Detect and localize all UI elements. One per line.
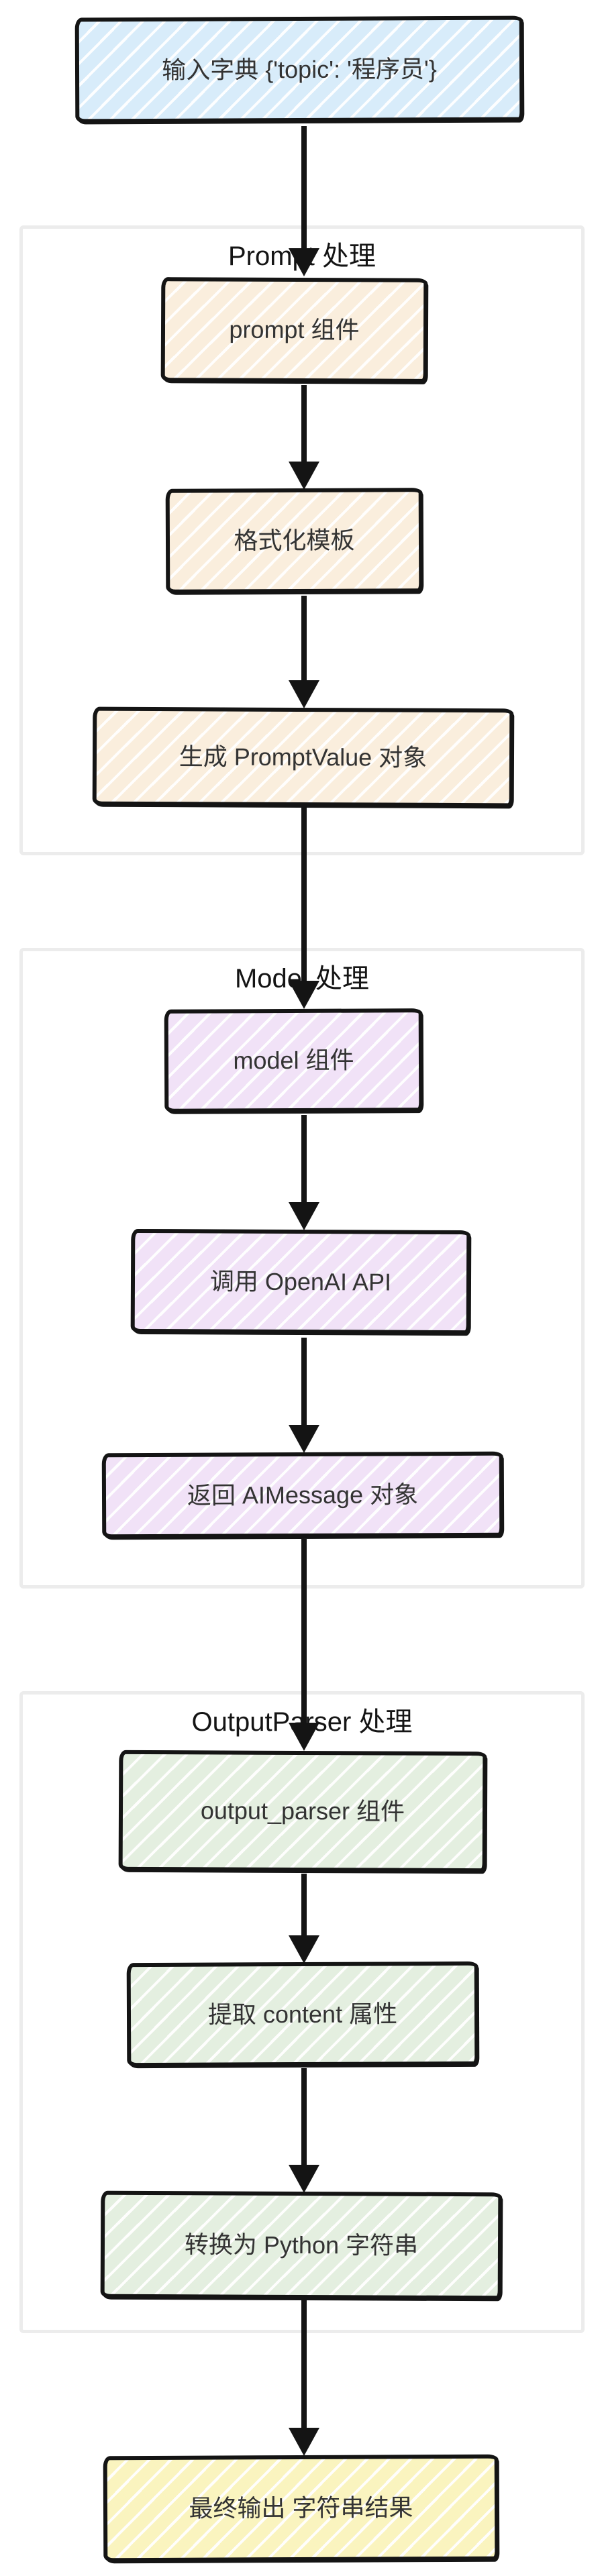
node-format-template: 格式化模板: [165, 488, 423, 594]
node-output-parser-component: output_parser 组件: [118, 1750, 487, 1873]
node-input-dict: 输入字典 {'topic': '程序员'}: [74, 15, 524, 123]
node-final-output: 最终输出 字符串结果: [103, 2454, 499, 2563]
arrow-line: [301, 1115, 307, 1202]
arrow-line: [301, 808, 307, 981]
arrow-head-icon: [289, 2165, 319, 2193]
node-prompt-component: prompt 组件: [160, 277, 428, 383]
arrow-line: [301, 1874, 307, 1935]
node-extract-content: 提取 content 属性: [126, 1961, 479, 2068]
arrow-head-icon: [289, 462, 319, 490]
arrow-line: [301, 1539, 307, 1723]
arrow-head-icon: [289, 1935, 319, 1964]
arrow-line: [301, 596, 307, 680]
node-call-openai-api: 调用 OpenAI API: [130, 1228, 471, 1335]
arrow-line: [301, 385, 307, 462]
arrow-head-icon: [289, 1425, 319, 1453]
arrow-line: [301, 1338, 307, 1425]
arrow-line: [301, 2068, 307, 2165]
node-model-component: model 组件: [164, 1008, 423, 1113]
node-generate-promptvalue: 生成 PromptValue 对象: [92, 706, 514, 808]
arrow-head-icon: [289, 248, 319, 276]
arrow-line: [301, 2300, 307, 2428]
arrow-head-icon: [289, 2428, 319, 2456]
arrow-head-icon: [289, 1723, 319, 1751]
node-return-aimessage: 返回 AIMessage 对象: [101, 1451, 504, 1539]
arrow-head-icon: [289, 981, 319, 1009]
arrow-head-icon: [289, 680, 319, 708]
node-convert-python-string: 转换为 Python 字符串: [100, 2190, 503, 2300]
arrow-line: [301, 126, 307, 248]
arrow-head-icon: [289, 1202, 319, 1230]
